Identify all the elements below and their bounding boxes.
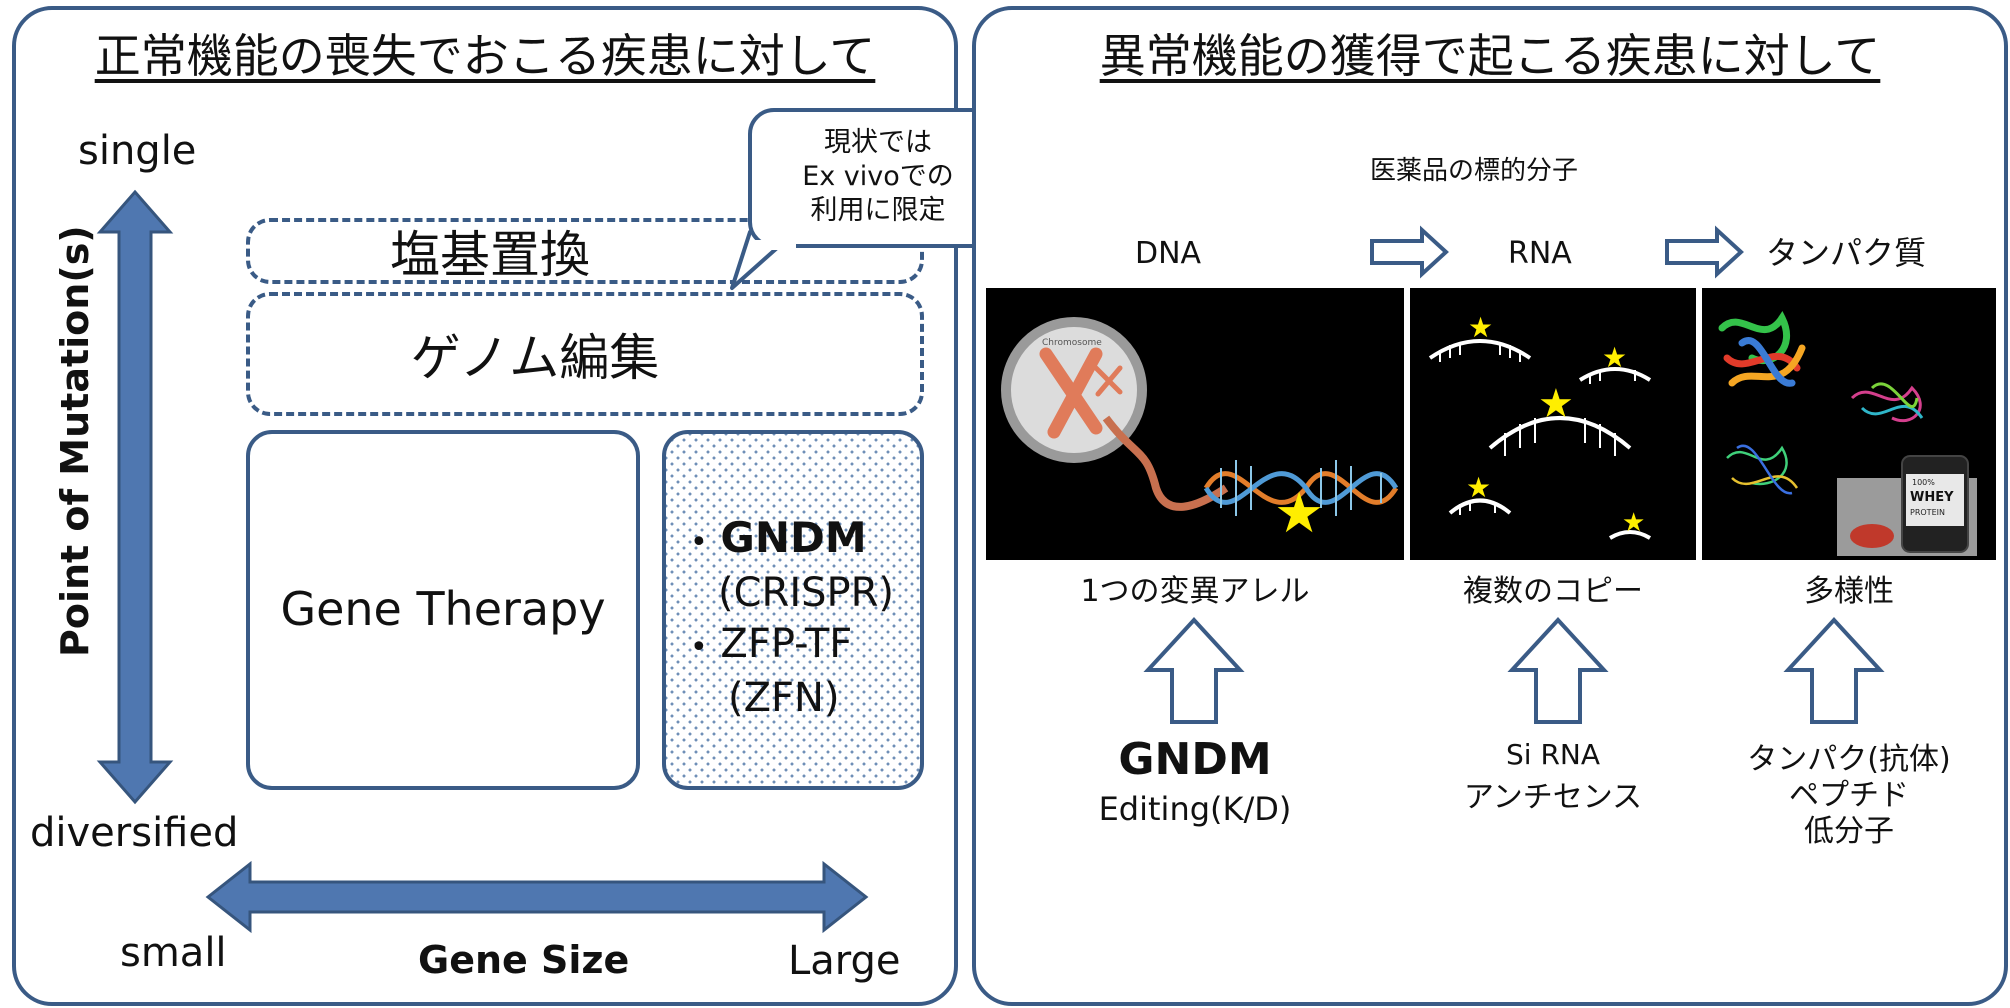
gndm-box bbox=[662, 430, 924, 790]
flow-arrow-2 bbox=[1665, 225, 1744, 279]
gndm-box-text: • GNDM (CRISPR) • ZFP-TF (ZFN) bbox=[690, 512, 894, 724]
callout-box: 現状では Ex vivoでの 利用に限定 bbox=[748, 108, 1008, 248]
x-axis-right-label: Large bbox=[788, 938, 901, 984]
rna-star-1: ★ bbox=[1468, 311, 1494, 344]
gndm-box-zfp: ZFP-TF bbox=[720, 621, 853, 667]
x-axis-label: Gene Size bbox=[418, 938, 630, 982]
callout-line-1: 現状では bbox=[824, 127, 932, 158]
gndm-box-crispr: (CRISPR) bbox=[718, 570, 895, 616]
gndm-bullet-line-2: • ZFP-TF bbox=[690, 619, 894, 673]
y-axis-top-label: single bbox=[78, 128, 197, 174]
chromosome-label: Chromosome bbox=[1042, 338, 1102, 348]
caption-dna: 1つの変異アレル bbox=[1080, 574, 1310, 609]
target-protein: タンパク質 bbox=[1766, 234, 1927, 272]
whey-label-1: 100% bbox=[1912, 478, 1935, 487]
up-arrow-rna bbox=[1507, 617, 1609, 724]
callout-pointer-joint bbox=[752, 240, 796, 250]
dna-star: ★ bbox=[1274, 481, 1325, 546]
y-axis-bottom-label: diversified bbox=[30, 810, 239, 856]
gene-therapy-label: Gene Therapy bbox=[280, 582, 606, 636]
x-axis-left-label: small bbox=[120, 930, 227, 976]
y-axis-label: Point of Mutation(s) bbox=[53, 225, 97, 657]
left-panel-title: 正常機能の喪失でおこる疾患に対して bbox=[94, 29, 876, 83]
whey-label-3: PROTEIN bbox=[1910, 508, 1945, 517]
base-editing-label: 塩基置換 bbox=[390, 226, 590, 284]
approach-rna-2: アンチセンス bbox=[1463, 780, 1643, 815]
target-subtitle: 医薬品の標的分子 bbox=[1370, 156, 1579, 186]
bullet-1: • bbox=[690, 525, 708, 560]
whey-label-2: WHEY bbox=[1910, 490, 1954, 505]
y-axis-double-arrow bbox=[96, 189, 174, 805]
approach-protein-1: タンパク(抗体) bbox=[1747, 742, 1951, 777]
flow-arrow-1 bbox=[1370, 225, 1449, 279]
up-arrow-protein bbox=[1783, 617, 1885, 724]
rna-strands bbox=[1428, 339, 1652, 540]
genome-editing-box: ゲノム編集 bbox=[246, 292, 924, 416]
right-panel-title: 異常機能の獲得で起こる疾患に対して bbox=[1099, 29, 1881, 83]
caption-rna: 複数のコピー bbox=[1463, 574, 1643, 609]
approach-rna-1: Si RNA bbox=[1505, 738, 1600, 771]
caption-protein: 多様性 bbox=[1804, 574, 1894, 609]
approach-dna-bold: GNDM bbox=[1118, 734, 1272, 785]
genome-editing-label: ゲノム編集 bbox=[410, 329, 660, 387]
rna-image: ★ ★ ★ ★ ★ bbox=[1410, 288, 1696, 560]
rna-star-5: ★ bbox=[1622, 508, 1646, 538]
target-dna: DNA bbox=[1135, 236, 1202, 271]
approach-protein-2: ペプチド bbox=[1789, 778, 1909, 813]
dna-image: Chromosome ★ bbox=[986, 288, 1404, 560]
x-axis-double-arrow bbox=[205, 860, 869, 934]
gndm-box-gndm: GNDM bbox=[720, 513, 867, 562]
approach-protein-3: 低分子 bbox=[1804, 814, 1894, 849]
callout-line-3: 利用に限定 bbox=[810, 195, 946, 226]
up-arrow-dna bbox=[1143, 617, 1245, 724]
rna-star-2: ★ bbox=[1602, 341, 1628, 374]
gndm-box-zfn: (ZFN) bbox=[728, 675, 840, 721]
gndm-bullet-line-1: • GNDM bbox=[690, 512, 894, 568]
chromosome-illustration bbox=[1001, 317, 1399, 516]
approach-dna-sub: Editing(K/D) bbox=[1098, 790, 1292, 828]
base-editing-box: 塩基置換 bbox=[246, 218, 924, 284]
gene-therapy-box bbox=[246, 430, 640, 790]
rna-star-4: ★ bbox=[1466, 471, 1492, 504]
rna-star-3: ★ bbox=[1538, 381, 1574, 427]
bullet-2: • bbox=[690, 630, 708, 665]
callout-line-2: Ex vivoでの bbox=[802, 161, 954, 192]
protein-image: 100% WHEY PROTEIN bbox=[1702, 288, 1996, 560]
protein-structures bbox=[1718, 311, 1977, 556]
target-rna: RNA bbox=[1508, 236, 1572, 271]
